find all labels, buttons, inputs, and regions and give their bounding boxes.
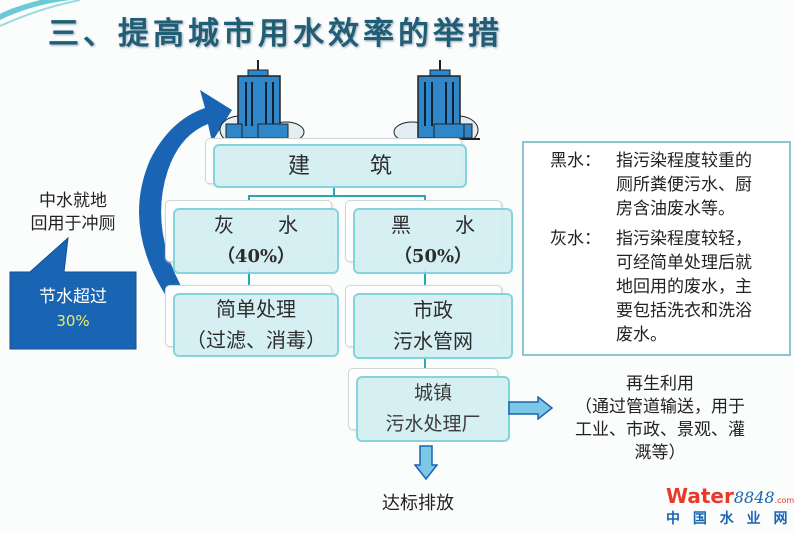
right-arrow-icon (508, 396, 554, 420)
callout-box-value: 30% (56, 312, 90, 330)
grey-water-label-left: 灰 (214, 213, 234, 237)
logo-word: Water (666, 484, 734, 508)
black-water-percent: （50%） (393, 246, 473, 267)
callout-box-shape (9, 236, 137, 350)
note-line: 房含油废水等。 (616, 199, 735, 219)
note-key-grey: 灰水： (550, 229, 601, 249)
connector-line (333, 183, 335, 197)
corner-swoosh-decoration (0, 0, 81, 27)
reuse-line: （通过管道输送，用于 (575, 397, 745, 417)
note-line: 地回用的废水，主 (616, 277, 752, 297)
simple-treatment-line1: 简单处理 (216, 297, 296, 321)
connector-line (248, 195, 424, 197)
reuse-line: 溉等） (634, 443, 686, 463)
connector-line (424, 268, 426, 290)
logo-cn: 中 国 水 业 网 (666, 511, 792, 527)
connector-line (424, 355, 426, 373)
discharge-label: 达标排放 (382, 493, 454, 514)
callout-text: 中水就地 回用于冲厕 (18, 190, 128, 236)
connector-line (248, 268, 250, 290)
municipal-pipe-line1: 市政 (413, 298, 453, 322)
note-line: 厕所粪便污水、厨 (616, 175, 752, 195)
note-line: 指污染程度较重的 (616, 151, 752, 171)
black-water-label-right: 水 (455, 213, 475, 237)
callout-line: 中水就地 (39, 191, 107, 211)
logo-com: .com (774, 496, 794, 505)
grey-water-percent: （40%） (216, 246, 296, 267)
building-left-icon (218, 60, 305, 140)
reuse-line: 工业、市政、景观、灌 (575, 420, 745, 440)
note-key-black: 黑水： (550, 151, 601, 171)
treatment-plant-line1: 城镇 (413, 382, 452, 404)
reuse-text: 再生利用 （通过管道输送，用于 工业、市政、景观、灌 溉等） (552, 373, 768, 465)
down-arrow-icon (414, 445, 438, 481)
callout-box: 节水超过 30% (10, 285, 136, 333)
note-line: 废水。 (616, 325, 667, 345)
simple-treatment-line2: （过滤、消毒） (186, 328, 326, 352)
building-label-right: 筑 (370, 153, 393, 179)
note-line: 指污染程度较轻， (616, 229, 752, 249)
municipal-pipe-line2: 污水管网 (393, 329, 473, 353)
water8848-logo: Water8848.com 中 国 水 业 网 (666, 484, 794, 528)
black-water-label-left: 黑 (391, 213, 411, 237)
callout-line: 回用于冲厕 (30, 214, 116, 234)
building-label-left: 建 (287, 153, 310, 179)
note-line: 要包括洗衣和洗浴 (616, 301, 752, 321)
reuse-line: 再生利用 (626, 374, 694, 394)
definition-notes: 黑水： 指污染程度较重的 厕所粪便污水、厨 房含油废水等。 灰水： 指污染程度较… (522, 141, 791, 356)
curved-arrow-icon (139, 90, 232, 305)
treatment-plant-line2: 污水处理厂 (385, 413, 481, 435)
page-title: 三、提高城市用水效率的举措 (48, 16, 503, 52)
grey-water-label-right: 水 (278, 213, 298, 237)
logo-num: 8848 (733, 488, 775, 507)
building-right-icon (393, 60, 480, 140)
note-line: 可经简单处理后就 (616, 253, 752, 273)
callout-box-label: 节水超过 (39, 287, 107, 307)
